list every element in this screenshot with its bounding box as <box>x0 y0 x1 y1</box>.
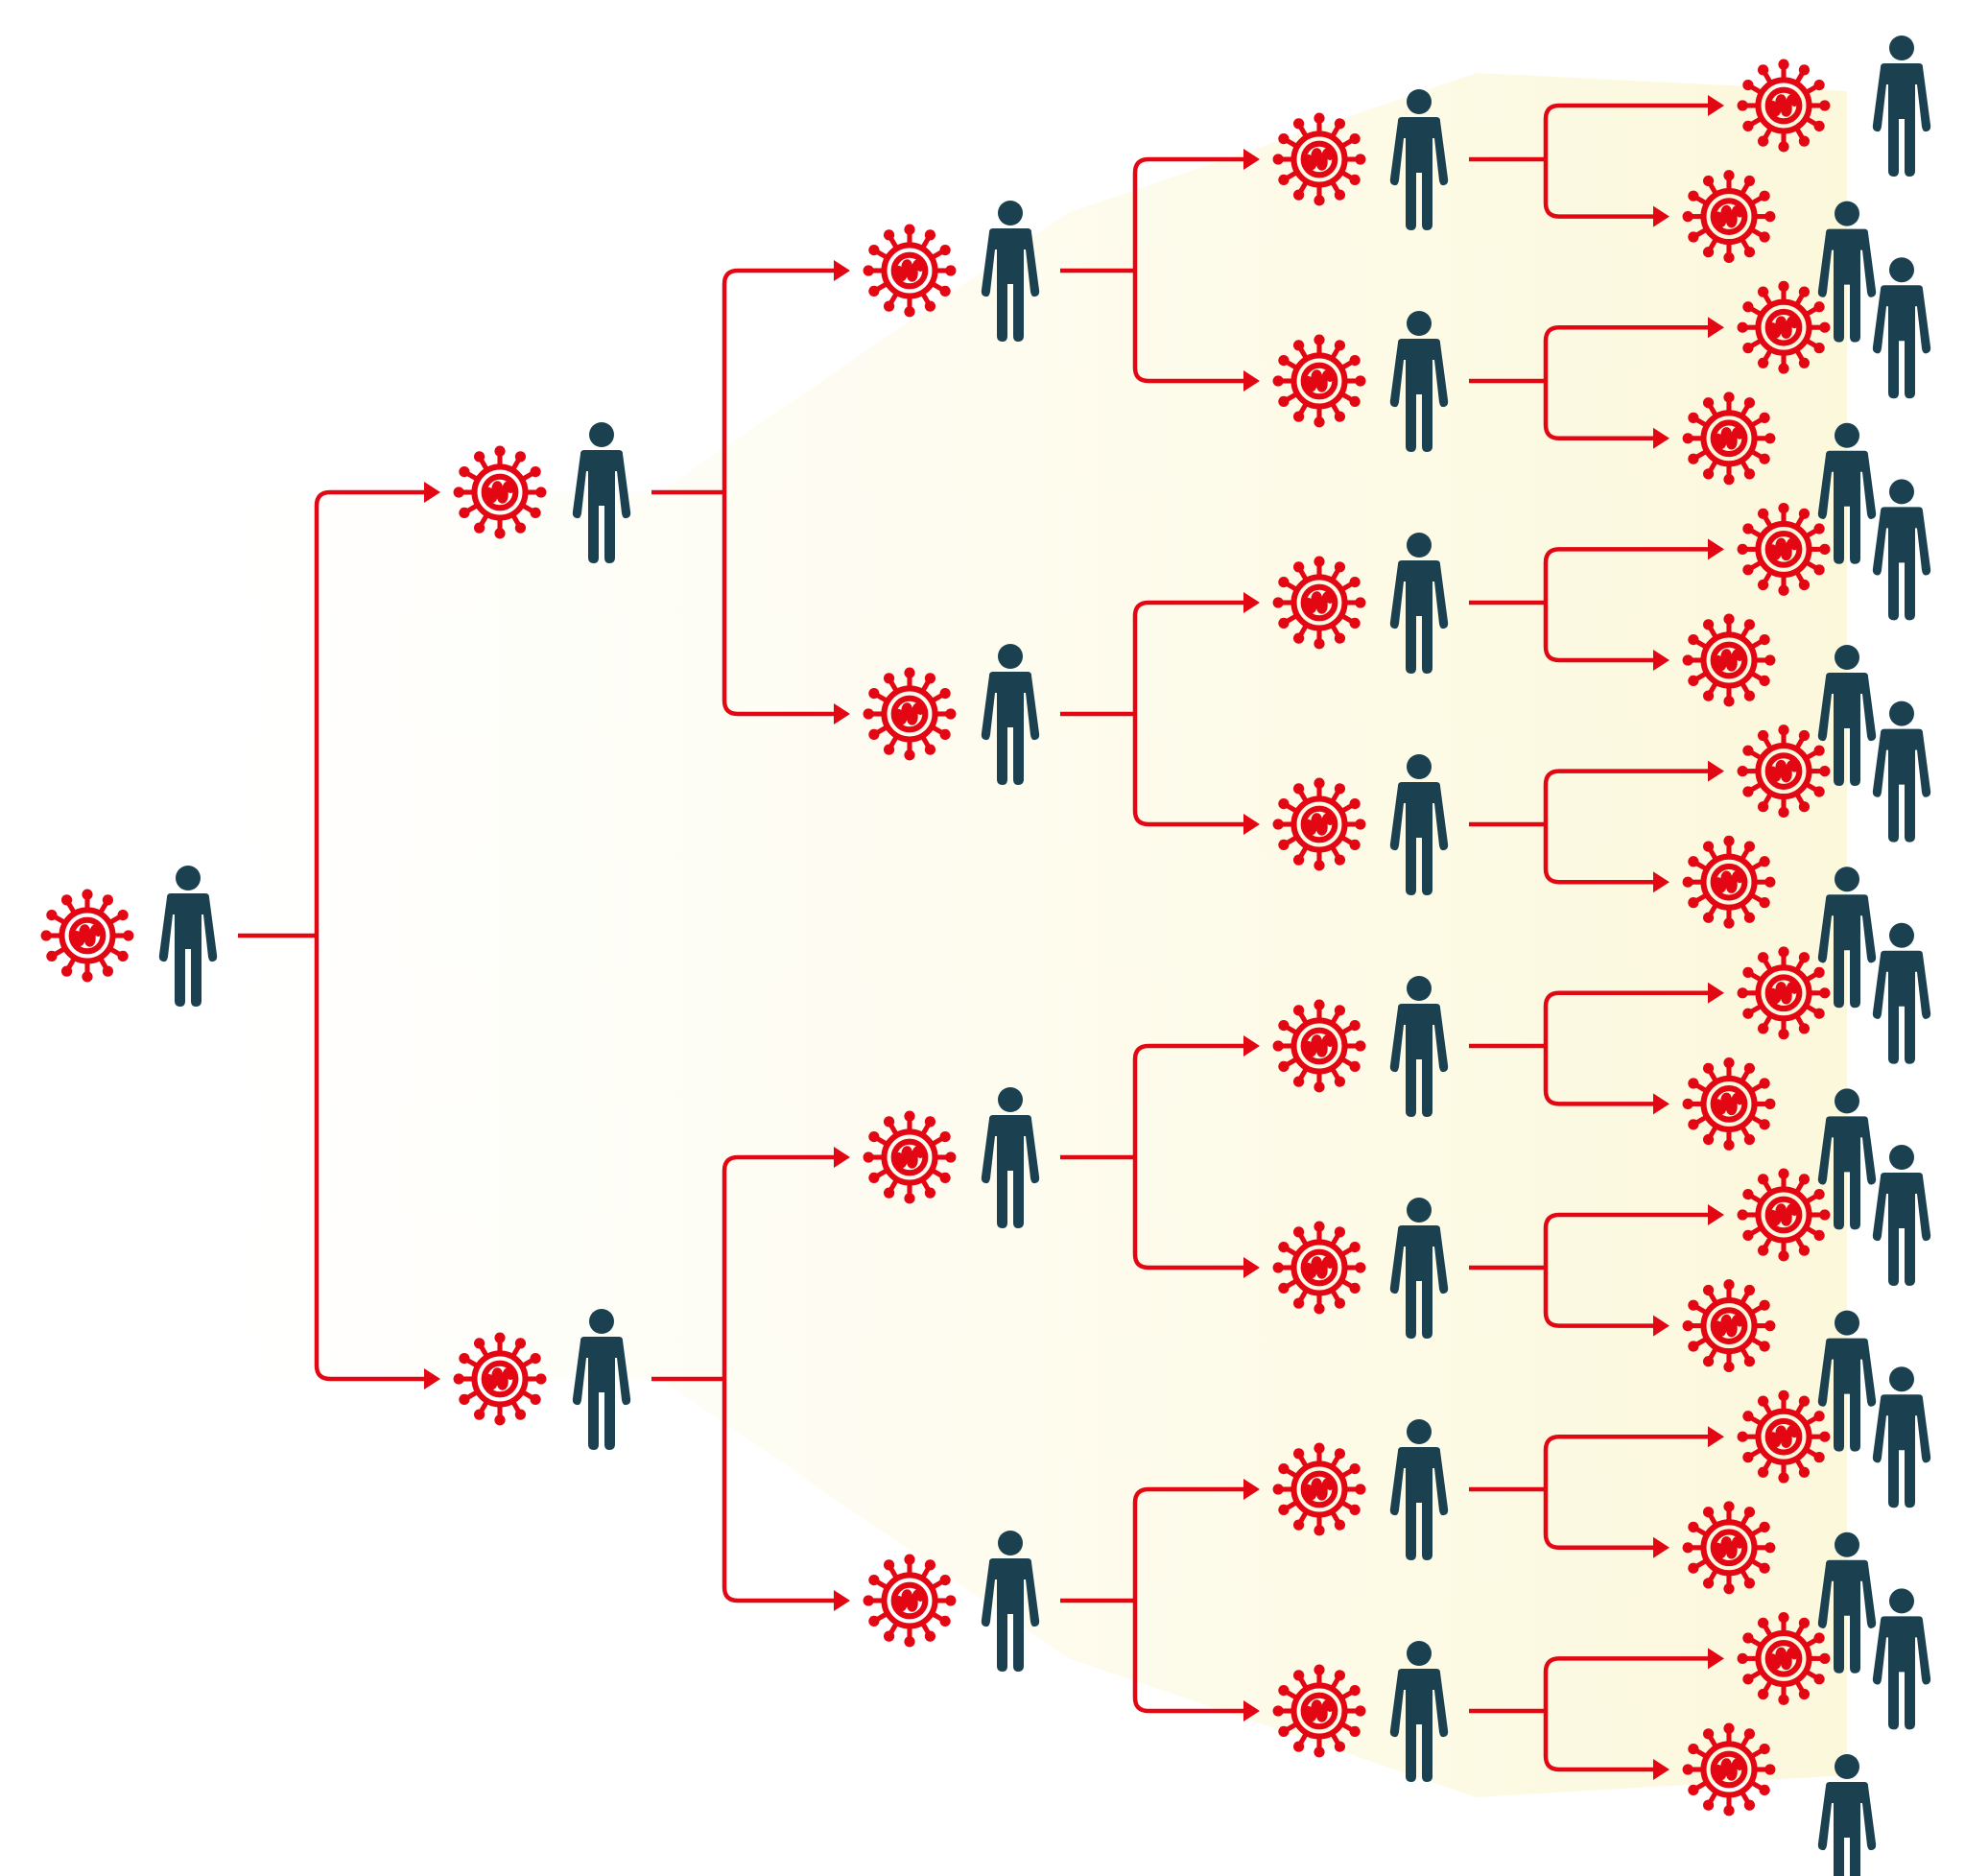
arrow-head <box>1708 1426 1724 1448</box>
arrow-head <box>1243 370 1260 392</box>
arrow-head <box>1708 538 1724 560</box>
arrow-head <box>1653 1093 1669 1115</box>
person-icon <box>1872 1145 1931 1286</box>
arrow-head <box>834 703 850 724</box>
arrow-head <box>1708 982 1724 1004</box>
connector-line <box>1132 1157 1243 1270</box>
arrow-head <box>1653 205 1669 227</box>
arrow-head <box>1708 760 1724 782</box>
connector-line <box>1543 1656 1708 1711</box>
person-icon <box>1872 1588 1931 1730</box>
arrow-head <box>834 260 850 281</box>
virus-icon <box>41 890 134 983</box>
arrow-head <box>1243 1035 1260 1057</box>
connector-line <box>1132 271 1243 384</box>
arrow-head <box>1653 1536 1669 1558</box>
connector-line <box>1132 156 1243 271</box>
arrow-head <box>1708 95 1724 116</box>
connector-line <box>1543 769 1708 824</box>
arrow-head <box>1653 871 1669 893</box>
connector-line <box>1132 1043 1243 1157</box>
arrow-head <box>1243 814 1260 835</box>
spread-background <box>240 73 1847 1797</box>
arrow-head <box>1708 317 1724 339</box>
arrow-head <box>1708 1648 1724 1670</box>
person-icon <box>158 866 218 1007</box>
connector-line <box>722 1154 834 1379</box>
arrow-head <box>834 1590 850 1611</box>
arrow-head <box>424 1368 440 1389</box>
person-icon <box>1872 701 1931 843</box>
person-icon <box>1872 922 1931 1064</box>
person-icon <box>1872 257 1931 399</box>
connector-line <box>722 492 834 717</box>
connector-line <box>1543 547 1708 603</box>
connector-line <box>722 268 834 492</box>
connector-line <box>1132 600 1243 714</box>
connector-line <box>1543 103 1708 159</box>
person-icon <box>1872 1366 1931 1508</box>
arrow-head <box>1653 1315 1669 1337</box>
connector-line <box>1132 714 1243 827</box>
arrow-head <box>1243 592 1260 613</box>
connector-line <box>1543 603 1653 663</box>
person-icon <box>1872 479 1931 621</box>
connector-line <box>722 1379 834 1603</box>
connector-line <box>1543 1711 1653 1772</box>
connector-line <box>1543 381 1653 441</box>
connector-line <box>1543 1268 1653 1328</box>
connector-line <box>1543 824 1653 885</box>
arrow-head <box>1653 1759 1669 1780</box>
person-icon <box>1872 36 1931 177</box>
arrow-head <box>1708 1204 1724 1225</box>
arrow-head <box>424 482 440 503</box>
arrow-head <box>1243 1700 1260 1722</box>
connector-lines <box>238 95 1724 1780</box>
connector-line <box>1543 990 1708 1046</box>
connector-line <box>1543 1489 1653 1551</box>
connector-line <box>1132 1486 1243 1601</box>
connector-line <box>314 489 424 936</box>
arrow-head <box>1243 149 1260 170</box>
connector-line <box>1132 1601 1243 1714</box>
arrow-head <box>1243 1257 1260 1278</box>
arrow-head <box>1653 427 1669 449</box>
connector-line <box>1543 1212 1708 1268</box>
connector-line <box>1543 1046 1653 1106</box>
connector-line <box>314 936 424 1382</box>
connector-line <box>1543 324 1708 381</box>
arrow-head <box>1243 1479 1260 1500</box>
arrow-head <box>1653 650 1669 671</box>
connector-line <box>1543 1434 1708 1489</box>
arrow-head <box>834 1147 850 1168</box>
connector-line <box>1543 159 1653 219</box>
